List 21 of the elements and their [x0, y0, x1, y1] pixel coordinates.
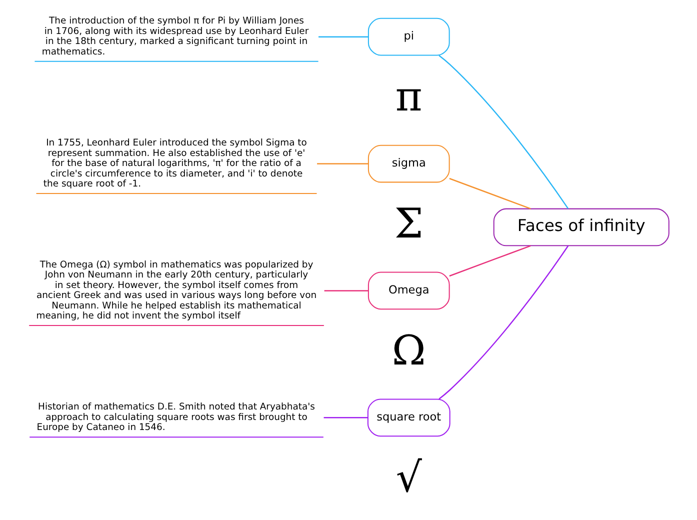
connector — [316, 163, 368, 164]
connector — [448, 245, 530, 277]
connector — [318, 36, 368, 38]
label: Ω — [391, 326, 426, 374]
node-box: sigma — [367, 144, 450, 183]
label: π — [394, 72, 422, 121]
node-text: Historian of mathematics D.E. Smith noted that Aryabhata's approach to calculating square roots was first brought to Europe by Cataneo in 1546. — [36, 402, 314, 434]
connector — [323, 417, 368, 418]
connector — [324, 290, 368, 292]
node-box: square root — [366, 398, 450, 437]
connector — [438, 55, 568, 210]
node-text: The Omega (Ω) symbol in mathematics was popularized by John von Neumann in the early 20th century, particularly in set theory. However, the symbol itself comes from ancient Greek and was used in various ways long before von Neumann. While he helped establish its mathematical meaning, he did not invent the symbol itself — [36, 259, 316, 322]
connector — [438, 245, 568, 400]
node-text: The introduction of the symbol π for Pi by William Jones in 1706, along with its widespread use by Leonhard Euler in the 18th century, marked a significant turning point in mathematics. — [41, 16, 308, 58]
node-box: Faces of infinity — [492, 208, 669, 246]
label: √ — [395, 453, 422, 502]
node-text: In 1755, Leonhard Euler introduced the symbol Sigma to represent summation. He also established the use of 'e' for the base of natural logarithms, 'π' for the ratio of a circle's circumference to its diameter, and 'i' to denote the square root of -1. — [42, 138, 306, 190]
node-box: pi — [367, 18, 450, 56]
label: Σ — [394, 199, 423, 248]
node-box: Omega — [367, 272, 450, 310]
connector — [448, 178, 530, 210]
